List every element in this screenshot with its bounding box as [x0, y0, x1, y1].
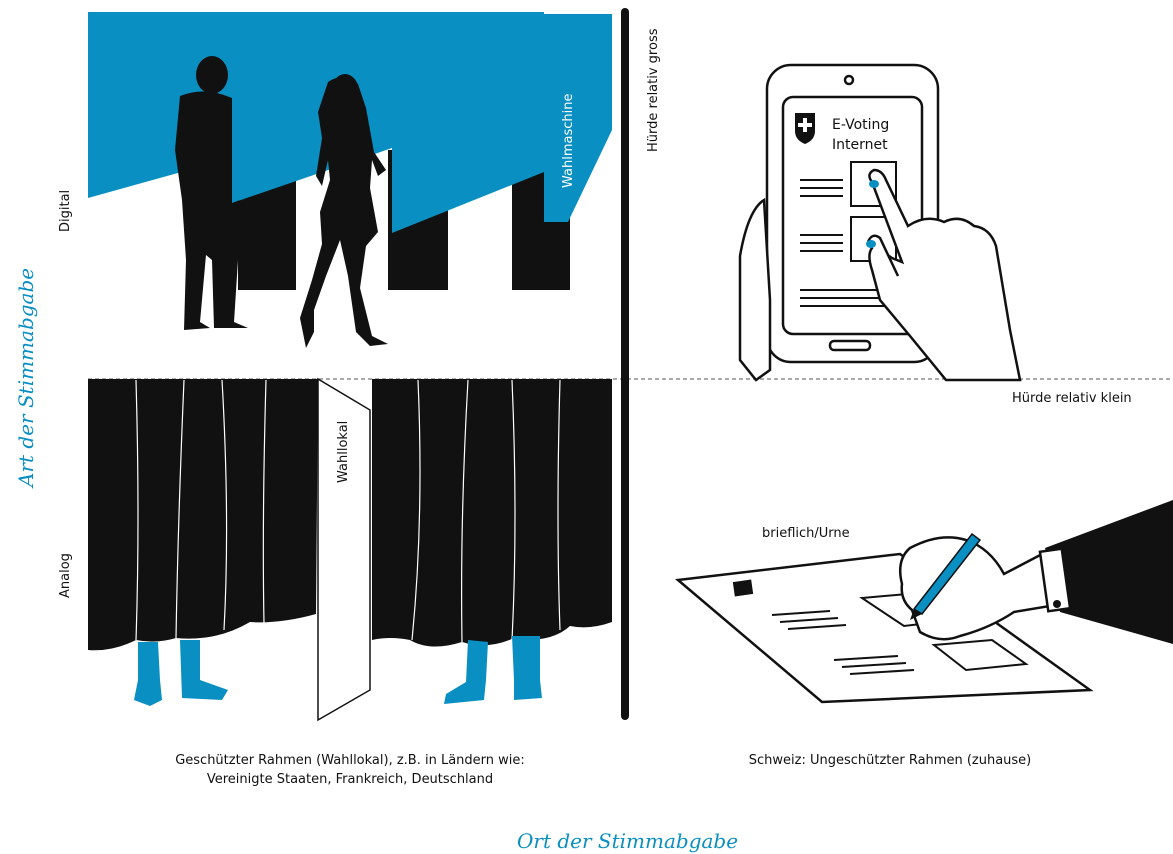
person-silhouette: [175, 56, 248, 330]
voting-machines-illustration: [88, 12, 612, 349]
caption-right: Schweiz: Ungeschützter Rahmen (zuhause): [748, 753, 1032, 768]
label-brieflich: brieflich/Urne: [762, 526, 850, 541]
curtain-3: [392, 12, 544, 233]
voting-booth-illustration: [88, 377, 612, 722]
hand-writing-icon: [899, 500, 1173, 644]
pen-icon: [910, 532, 982, 620]
label-wahlmaschine: Wahlmaschine: [561, 93, 576, 188]
curtain-4: [544, 14, 612, 222]
person-silhouette-2: [300, 74, 388, 349]
tablet-text-internet: Internet: [832, 137, 888, 153]
label-hurde-klein: Hürde relativ klein: [1012, 391, 1132, 406]
label-hurde-gross: Hürde relativ gross: [646, 28, 661, 153]
caption-left: Geschützter Rahmen (Wahllokal), z.B. in …: [120, 751, 580, 789]
caption-left-line1: Geschützter Rahmen (Wahllokal), z.B. in …: [175, 753, 525, 768]
y-axis-title: Art der Stimmabgabe: [14, 267, 38, 487]
swiss-cross-icon: [795, 113, 815, 144]
x-axis-title: Ort der Stimmabgabe: [517, 829, 739, 853]
tablet-text-evoting: E-Voting: [832, 117, 890, 133]
label-wahllokal: Wahllokal: [336, 420, 351, 483]
caption-left-line2: Vereinigte Staaten, Frankreich, Deutschl…: [206, 772, 494, 787]
row-label-analog: Analog: [58, 553, 73, 598]
hand-icon: [738, 168, 1022, 382]
row-label-digital: Digital: [58, 189, 73, 232]
